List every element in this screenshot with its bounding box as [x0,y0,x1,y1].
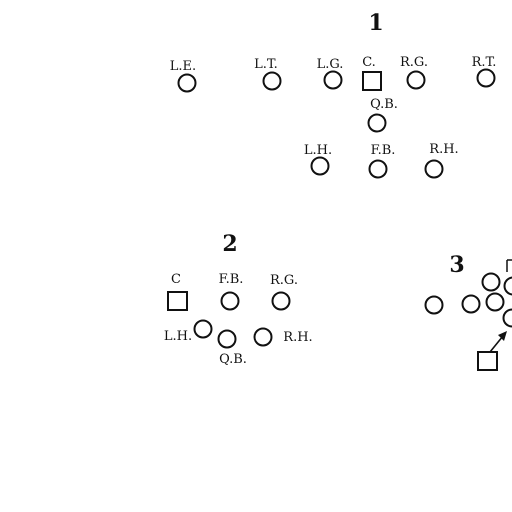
label-left-guard: L.G. [317,57,344,72]
label-right-tackle: R.T. [472,55,497,70]
player-quarterback [217,329,237,349]
player-right-halfback [424,159,444,179]
label-quarterback: Q.B. [219,352,247,367]
player-left-guard [323,70,343,90]
player-quarterback [367,113,387,133]
player-circle-5 [503,276,512,296]
player-square [477,351,498,371]
player-right-guard [406,70,426,90]
label-left-tackle: L.T. [254,57,278,72]
player-circle-2 [461,294,481,314]
cut-off-label-mark [506,259,512,272]
player-center [362,71,382,91]
diagram-3-number: 3 [449,252,464,278]
label-fullback: F.B. [371,143,396,158]
diagram-1: 1 L.E. L.T. L.G. C. R.G. R.T. Q.B. L.H. … [170,10,497,179]
player-circle-6 [502,308,512,328]
label-right-halfback: R.H. [429,142,458,157]
player-left-halfback [310,156,330,176]
motion-arrow-head [498,331,507,341]
player-right-guard [271,291,291,311]
label-right-guard: R.G. [400,55,428,70]
player-fullback [368,159,388,179]
player-left-tackle [262,71,282,91]
player-left-halfback [193,319,213,339]
label-right-guard: R.G. [270,273,298,288]
player-center [167,291,188,311]
player-circle-4 [481,272,501,292]
diagram-2-number: 2 [222,231,237,257]
label-quarterback: Q.B. [370,97,398,112]
player-circle-3 [485,292,505,312]
player-right-halfback [253,327,273,347]
diagram-1-number: 1 [368,10,383,36]
diagram-3: 3 [424,252,512,371]
diagram-2: 2 C F.B. R.G. L.H. Q.B. R.H. [164,231,313,367]
label-left-halfback: L.H. [164,329,192,344]
player-fullback [220,291,240,311]
player-right-tackle [476,68,496,88]
label-left-halfback: L.H. [304,143,332,158]
label-left-end: L.E. [170,59,196,74]
motion-arrow-line [489,335,504,353]
label-fullback: F.B. [219,272,244,287]
player-circle-1 [424,295,444,315]
player-left-end [177,73,197,93]
label-right-halfback: R.H. [283,330,312,345]
label-center: C [171,272,181,287]
label-center: C. [362,55,376,70]
